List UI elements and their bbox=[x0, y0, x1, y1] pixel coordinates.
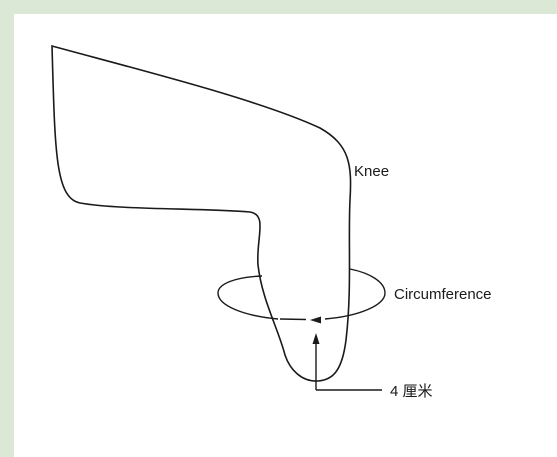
circumference-ellipse-bottom bbox=[279, 318, 307, 321]
knee-label: Knee bbox=[354, 163, 389, 180]
distance-label: 4 厘米 bbox=[390, 383, 433, 400]
circumference-label: Circumference bbox=[394, 286, 492, 303]
circumference-ellipse-back bbox=[217, 275, 279, 320]
figure-panel bbox=[14, 14, 557, 457]
circumference-ellipse-front bbox=[324, 268, 386, 320]
circumference-arrowhead bbox=[310, 316, 321, 324]
distance-arrowhead bbox=[312, 333, 320, 344]
leg-outline bbox=[51, 44, 352, 382]
